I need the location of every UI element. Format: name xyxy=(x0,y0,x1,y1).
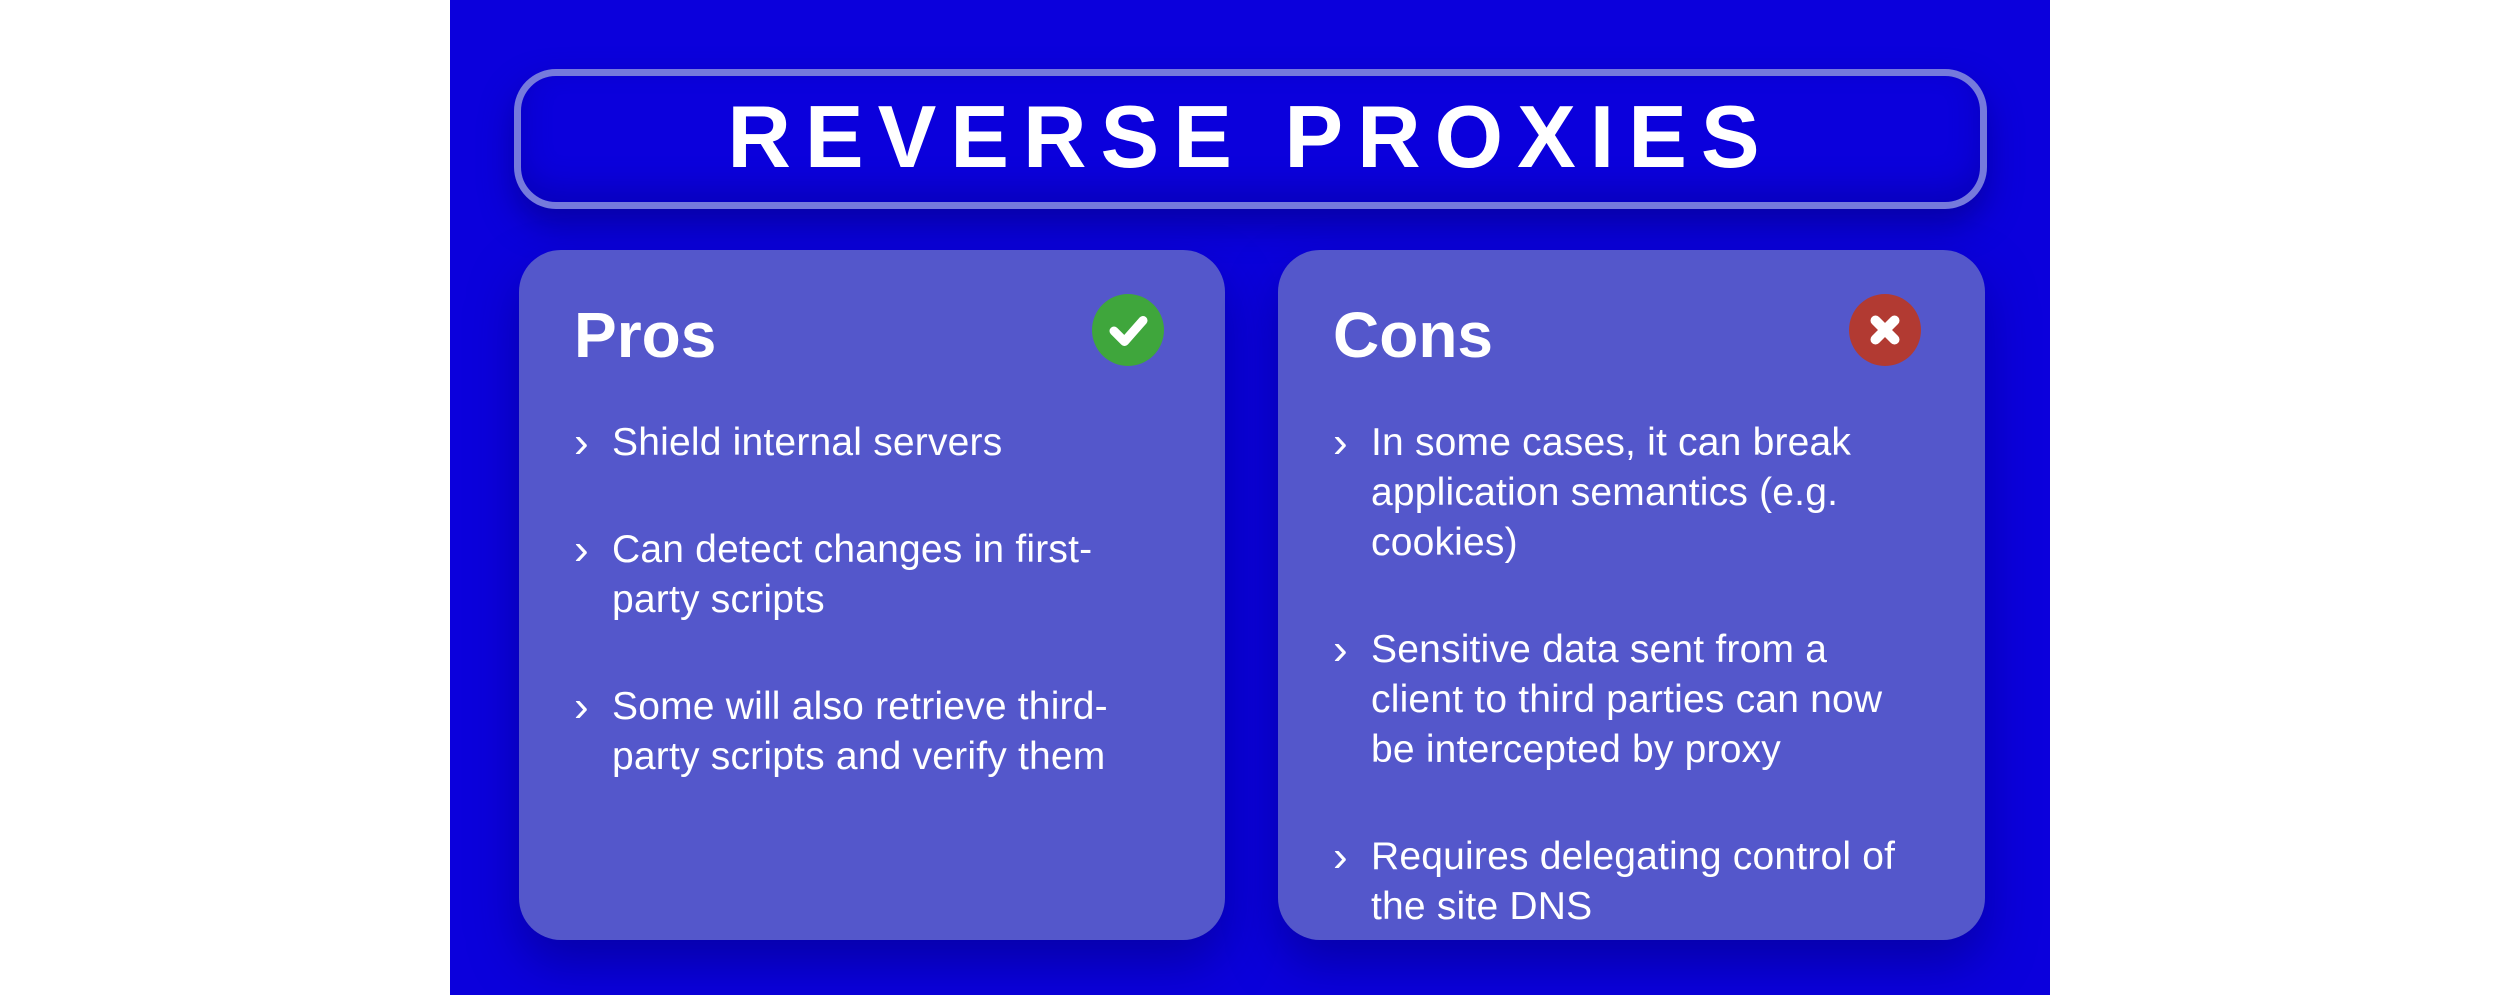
chevron-bullet-icon: › xyxy=(574,682,589,731)
cons-item-text: Sensitive data sent from a client to thi… xyxy=(1371,628,1883,771)
chevron-bullet-icon: › xyxy=(574,525,589,574)
pros-heading: Pros xyxy=(574,299,717,371)
list-item: › Some will also retrieve third-party sc… xyxy=(574,682,1170,782)
cross-icon xyxy=(1849,294,1921,366)
chevron-bullet-icon: › xyxy=(1333,418,1348,467)
cons-card: Cons › In some cases, it can break appli… xyxy=(1278,250,1985,940)
chevron-bullet-icon: › xyxy=(574,418,589,467)
pros-item-text: Shield internal servers xyxy=(612,421,1003,464)
reverse-proxies-panel: REVERSE PROXIES Pros › Shield internal s… xyxy=(450,0,2050,995)
pros-list: › Shield internal servers › Can detect c… xyxy=(574,418,1170,782)
list-item: › Can detect changes in first-party scri… xyxy=(574,525,1170,625)
list-item: › In some cases, it can break applicatio… xyxy=(1333,418,1930,568)
chevron-bullet-icon: › xyxy=(1333,625,1348,674)
list-item: › Shield internal servers xyxy=(574,418,1170,468)
chevron-bullet-icon: › xyxy=(1333,832,1348,881)
cons-item-text: Requires delegating control of the site … xyxy=(1371,835,1896,928)
check-icon xyxy=(1092,294,1164,366)
cons-heading: Cons xyxy=(1333,299,1493,371)
list-item: › Sensitive data sent from a client to t… xyxy=(1333,625,1930,775)
pros-card: Pros › Shield internal servers › Can det… xyxy=(519,250,1225,940)
title-banner: REVERSE PROXIES xyxy=(514,69,1987,209)
pros-item-text: Can detect changes in first-party script… xyxy=(612,528,1093,621)
page-title: REVERSE PROXIES xyxy=(727,87,1774,186)
list-item: › Requires delegating control of the sit… xyxy=(1333,832,1930,932)
cons-list: › In some cases, it can break applicatio… xyxy=(1333,418,1930,932)
cons-item-text: In some cases, it can break application … xyxy=(1371,421,1852,564)
pros-item-text: Some will also retrieve third-party scri… xyxy=(612,685,1108,778)
